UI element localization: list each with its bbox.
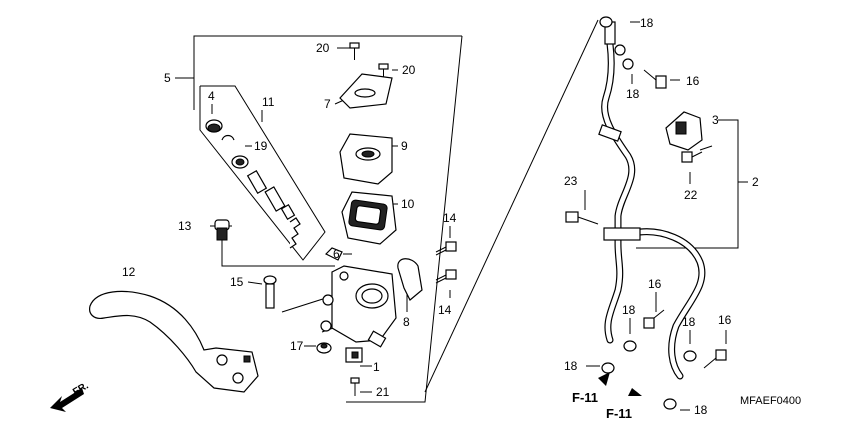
- front-arrow-icon: [50, 388, 84, 412]
- callout-18-bottom: 18: [694, 403, 708, 417]
- callout-9: 9: [401, 139, 408, 153]
- clamp-icon: [665, 111, 703, 151]
- callout-4: 4: [208, 89, 215, 103]
- callout-10: 10: [401, 197, 415, 211]
- callout-13: 13: [178, 219, 192, 233]
- callout-21: 21: [376, 385, 390, 399]
- screw-icon: [350, 377, 360, 396]
- callout-6: 6: [333, 247, 340, 261]
- callout-1: 1: [373, 360, 380, 374]
- bolt-icon: [643, 309, 665, 329]
- piston-kit-icon: [205, 119, 301, 249]
- callout-18-upper: 18: [626, 87, 640, 101]
- callout-2: 2: [752, 175, 759, 189]
- reference-label-f11-right: F-11: [606, 406, 632, 421]
- callout-19: 19: [254, 139, 268, 153]
- bolt-icon: [435, 269, 457, 284]
- screw-icon: [349, 42, 360, 60]
- callout-18-right: 18: [682, 315, 696, 329]
- callout-20-right: 20: [402, 63, 416, 77]
- callout-16-right: 16: [718, 313, 732, 327]
- cap-icon: [214, 219, 230, 241]
- callout-15: 15: [230, 275, 244, 289]
- callout-23: 23: [564, 174, 578, 188]
- front-direction-label: FR.: [71, 380, 91, 398]
- master-cylinder-icon: [320, 265, 397, 348]
- callout-18-top: 18: [640, 16, 654, 30]
- callout-12: 12: [122, 265, 136, 279]
- callout-14-upper: 14: [443, 211, 457, 225]
- callout-8: 8: [403, 315, 410, 329]
- callout-18-left: 18: [564, 359, 578, 373]
- bolt-icon: [643, 69, 667, 89]
- callout-11: 11: [262, 95, 275, 109]
- bolt-icon: [263, 275, 277, 309]
- clip-icon: [324, 247, 343, 261]
- callout-22: 22: [684, 188, 698, 202]
- bolt-icon: [681, 151, 703, 163]
- callout-16-top: 16: [686, 74, 700, 88]
- callout-18-middle: 18: [622, 303, 636, 317]
- brake-hose-icon: [598, 21, 706, 380]
- brake-lever-icon: [89, 290, 259, 393]
- callout-20-left: 20: [316, 41, 330, 55]
- reference-arrow-icon: [598, 372, 642, 396]
- holder-icon: [397, 258, 423, 301]
- callout-5: 5: [164, 71, 171, 85]
- bolt-icon: [703, 349, 727, 369]
- callout-7: 7: [324, 97, 331, 111]
- bolt-icon: [435, 241, 457, 256]
- switch-icon: [345, 347, 363, 363]
- callout-17: 17: [290, 339, 304, 353]
- cap-icon: [316, 342, 332, 354]
- reference-label-f11-left: F-11: [572, 390, 598, 405]
- callout-3: 3: [712, 113, 719, 127]
- callout-14-lower: 14: [438, 303, 452, 317]
- bolt-icon: [565, 211, 599, 225]
- callout-labels: 1 2 3 4 5 6 7 8 9 10 11 12 13 14 14 15 1…: [122, 16, 759, 417]
- callout-16-middle: 16: [648, 277, 662, 291]
- washer-icon: [599, 16, 697, 410]
- group-bracket-lines: [175, 19, 748, 411]
- diagram-code: MFAEF0400: [740, 395, 801, 407]
